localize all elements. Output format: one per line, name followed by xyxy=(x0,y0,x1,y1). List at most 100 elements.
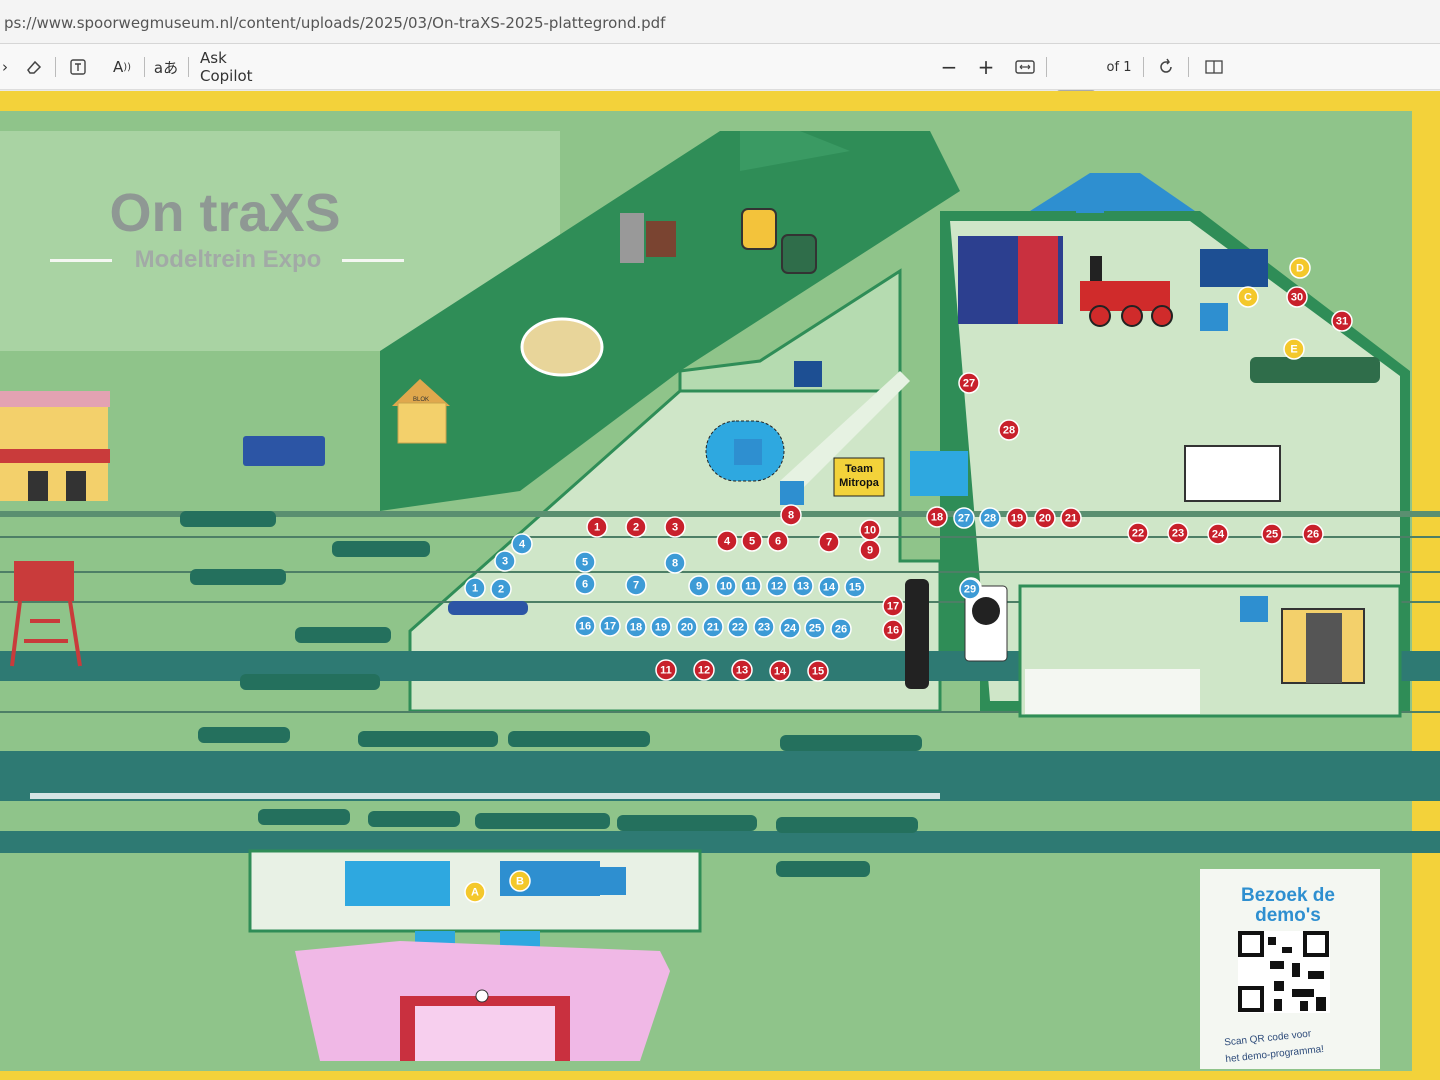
url-text[interactable]: ps://www.spoorwegmuseum.nl/content/uploa… xyxy=(4,14,666,32)
blue-4-marker xyxy=(511,533,533,555)
blue-25-marker-label: 25 xyxy=(809,623,821,635)
draw-icon[interactable]: › xyxy=(2,58,8,76)
text-box-icon[interactable] xyxy=(66,56,90,78)
red-1-marker xyxy=(586,516,608,538)
read-aloud-icon[interactable]: A)) xyxy=(112,58,132,76)
red-3-marker xyxy=(664,516,686,538)
red-4-marker xyxy=(716,530,738,552)
blue-11-marker-label: 11 xyxy=(745,581,757,593)
sandbox-icon xyxy=(520,317,604,377)
red-11-marker xyxy=(655,659,677,681)
team-sign-line-2: Mitropa xyxy=(839,477,880,489)
blue-16-marker xyxy=(574,615,596,637)
qr-code-icon[interactable] xyxy=(1238,931,1330,1013)
blue-25-marker xyxy=(804,617,826,639)
blue-6-marker xyxy=(574,573,596,595)
red-21-marker-label: 21 xyxy=(1065,513,1077,525)
red-17-marker xyxy=(882,595,904,617)
blue-14-marker xyxy=(818,576,840,598)
blue-14-marker-label: 14 xyxy=(823,582,836,594)
blue-23-marker-label: 23 xyxy=(758,622,770,634)
red-2-marker-label: 2 xyxy=(633,522,639,534)
blue-2-marker-label: 2 xyxy=(498,584,504,596)
blue-24-marker xyxy=(779,617,801,639)
red-22-marker-label: 22 xyxy=(1132,528,1144,540)
blue-15-marker xyxy=(844,576,866,598)
red-13-marker-label: 13 xyxy=(736,665,748,677)
red-14-marker xyxy=(769,660,791,682)
blue-5-marker-label: 5 xyxy=(582,557,588,569)
toilet-icon xyxy=(734,439,762,465)
red-22-marker xyxy=(1127,522,1149,544)
red-25-marker xyxy=(1261,523,1283,545)
letter-A-marker xyxy=(464,881,486,903)
blue-18-marker-label: 18 xyxy=(630,622,642,634)
blue-29-marker-label: 29 xyxy=(964,584,976,596)
blue-7-marker xyxy=(625,574,647,596)
blue-23-marker xyxy=(753,616,775,638)
letter-B-marker-label: B xyxy=(516,876,524,888)
blue-21-marker xyxy=(702,616,724,638)
red-19-marker xyxy=(1006,507,1028,529)
ask-copilot-button[interactable]: Ask Copilot xyxy=(200,49,253,85)
letter-E-marker-label: E xyxy=(1290,344,1297,356)
blue-26-marker-label: 26 xyxy=(835,624,847,636)
translate-button[interactable]: aあ xyxy=(153,58,179,77)
red-2-marker xyxy=(625,516,647,538)
blue-6-marker-label: 6 xyxy=(582,579,588,591)
letter-E-marker xyxy=(1283,338,1305,360)
red-24-marker xyxy=(1207,523,1229,545)
page-total: of 1 xyxy=(1106,59,1132,75)
red-7-marker xyxy=(818,531,840,553)
blue-26-marker xyxy=(830,618,852,640)
rotate-icon[interactable] xyxy=(1154,56,1178,78)
red-19-marker-label: 19 xyxy=(1011,513,1023,525)
blue-20-marker xyxy=(676,616,698,638)
pdf-viewer[interactable]: Bezoek de demo's Scan QR code voor het d… xyxy=(0,91,1440,1080)
red-3-marker-label: 3 xyxy=(672,522,678,534)
museum-map: Bezoek de demo's Scan QR code voor het d… xyxy=(0,91,1440,1080)
signal-post-icon xyxy=(905,579,929,689)
red-5-marker-label: 5 xyxy=(749,536,755,548)
red-20-marker-label: 20 xyxy=(1039,513,1051,525)
fit-page-icon[interactable] xyxy=(1012,56,1038,78)
red-17-marker-label: 17 xyxy=(887,601,899,613)
red-30-marker-label: 30 xyxy=(1291,292,1303,304)
red-21-marker xyxy=(1060,507,1082,529)
eraser-icon[interactable] xyxy=(22,56,46,78)
blue-7-marker-label: 7 xyxy=(633,580,639,592)
blue-3-marker xyxy=(494,550,516,572)
team-mitropa-sign xyxy=(833,457,885,497)
address-bar[interactable]: ps://www.spoorwegmuseum.nl/content/uploa… xyxy=(0,0,1440,44)
red-27-marker xyxy=(958,372,980,394)
blue-17-marker-label: 17 xyxy=(604,621,616,633)
blue-12-marker-label: 12 xyxy=(771,581,783,593)
team-sign-line-1: Team xyxy=(845,463,873,475)
letter-C-marker xyxy=(1237,286,1259,308)
departure-board-icon xyxy=(1200,249,1268,287)
red-18-marker xyxy=(926,506,948,528)
toilet-icon xyxy=(543,867,571,895)
blue-1-marker-label: 1 xyxy=(472,583,478,595)
letter-B-marker xyxy=(509,870,531,892)
pdf-toolbar: › A)) aあ Ask Copilot − + 1 of 1 xyxy=(0,44,1440,122)
red-15-marker xyxy=(807,660,829,682)
qr-heading-1: Bezoek de xyxy=(1241,885,1335,906)
zoom-out-button[interactable]: − xyxy=(940,55,958,79)
red-28-marker-label: 28 xyxy=(1003,425,1015,437)
red-8-marker xyxy=(780,504,802,526)
red-24-marker-label: 24 xyxy=(1212,529,1225,541)
red-26-marker xyxy=(1302,523,1324,545)
red-4-marker-label: 4 xyxy=(724,536,731,548)
red-26-marker-label: 26 xyxy=(1307,529,1319,541)
blue-20-marker-label: 20 xyxy=(681,622,693,634)
zoom-in-button[interactable]: + xyxy=(977,55,995,79)
page-view-icon[interactable] xyxy=(1202,56,1226,78)
red-11-marker-label: 11 xyxy=(660,665,672,677)
blue-5-marker xyxy=(574,551,596,573)
toilet-icon xyxy=(1240,596,1268,622)
blue-27-marker-label: 27 xyxy=(958,513,970,525)
letter-A-marker-label: A xyxy=(471,887,479,899)
letter-D-marker xyxy=(1289,257,1311,279)
